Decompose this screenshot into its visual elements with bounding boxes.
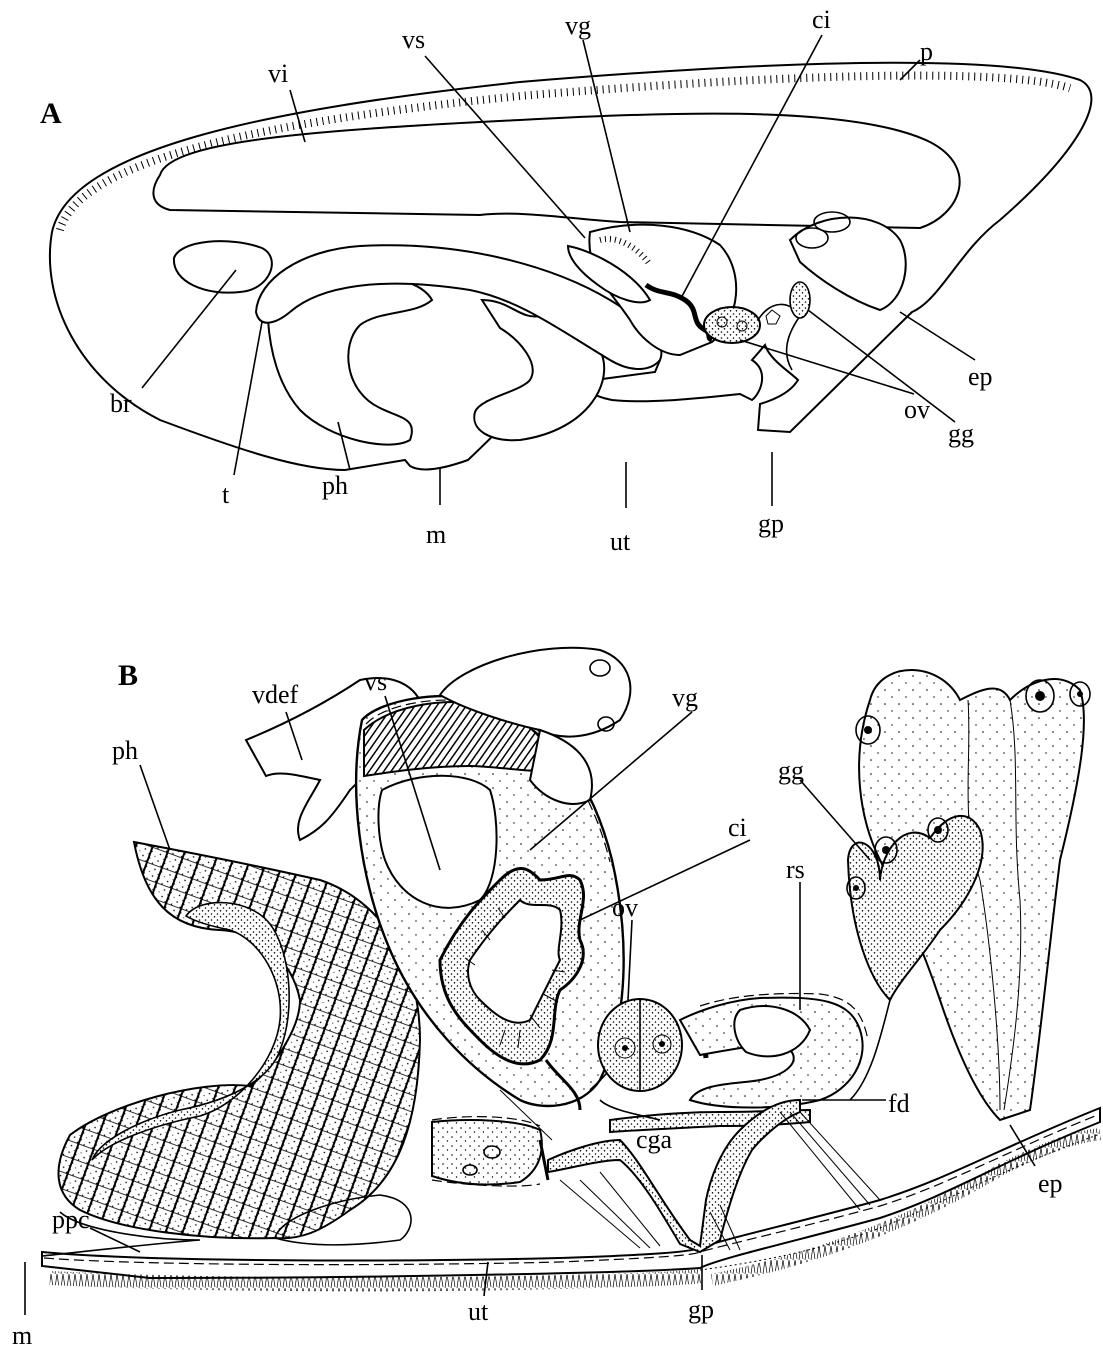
panel-a-ovary xyxy=(704,307,760,343)
label-b-gp: gp xyxy=(688,1295,714,1324)
panel-b-diagram: B xyxy=(12,648,1100,1350)
label-b-ppc: ppc xyxy=(52,1205,90,1234)
label-a-t: t xyxy=(222,480,230,509)
label-a-ov: ov xyxy=(904,395,930,424)
label-b-vg: vg xyxy=(672,683,698,712)
label-b-ov: ov xyxy=(612,893,638,922)
panel-b-letter: B xyxy=(118,659,138,692)
panel-a-small-body xyxy=(766,310,780,324)
label-b-vs: vs xyxy=(364,667,387,696)
label-b-gg: gg xyxy=(778,756,804,785)
label-a-m: m xyxy=(426,520,446,549)
label-a-vs: vs xyxy=(402,25,425,54)
label-a-ph: ph xyxy=(322,471,348,500)
label-b-ci: ci xyxy=(728,813,747,842)
label-b-m: m xyxy=(12,1321,32,1350)
label-a-vi: vi xyxy=(268,59,288,88)
panel-a-brain xyxy=(174,241,272,293)
panel-a-genital-gland xyxy=(790,282,810,318)
label-a-gp: gp xyxy=(758,509,784,538)
label-a-vg: vg xyxy=(565,11,591,40)
label-a-ep: ep xyxy=(968,362,993,391)
label-a-ut: ut xyxy=(610,527,631,556)
label-a-p: p xyxy=(920,37,933,66)
label-a-gg: gg xyxy=(948,419,974,448)
panel-b-pharynx xyxy=(59,842,420,1238)
panel-a-letter: A xyxy=(40,97,62,130)
label-b-ep: ep xyxy=(1038,1169,1063,1198)
label-a-ci: ci xyxy=(812,5,831,34)
panel-a-diagram: A xyxy=(40,5,1091,556)
label-b-ph: ph xyxy=(112,736,138,765)
label-b-vdef: vdef xyxy=(252,680,299,709)
label-b-ut: ut xyxy=(468,1297,489,1326)
label-b-cga: cga xyxy=(636,1125,673,1154)
label-a-br: br xyxy=(110,389,132,418)
label-b-rs: rs xyxy=(786,855,805,884)
label-b-fd: fd xyxy=(888,1089,910,1118)
panel-b-uterus xyxy=(432,1120,542,1184)
panel-a-intestine xyxy=(153,114,959,228)
